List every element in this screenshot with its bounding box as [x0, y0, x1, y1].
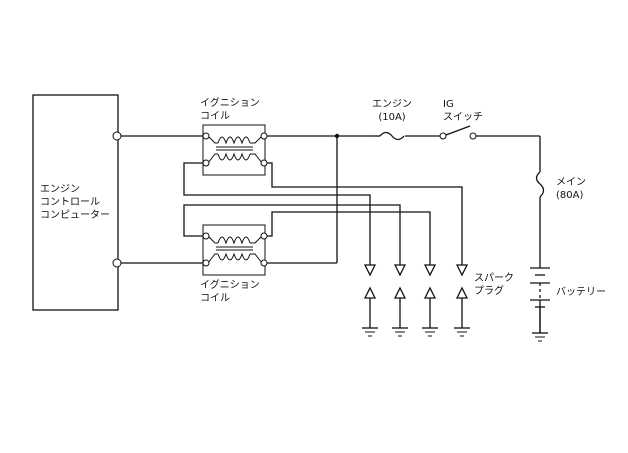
- spark-plug-4: [454, 264, 470, 337]
- ig-switch: [439, 125, 477, 140]
- engine-fuse-label-line-2: (10A): [378, 112, 406, 123]
- coil-bottom-label-line-2: コイル: [200, 293, 230, 304]
- spark-plug-3: [422, 264, 438, 337]
- engine-fuse-label-line-1: エンジン: [372, 99, 412, 110]
- battery-label: バッテリー: [556, 287, 606, 298]
- battery: [530, 267, 550, 342]
- main-fuse-label: メイン (80A): [556, 176, 586, 202]
- coil-top-label-line-1: イグニション: [200, 98, 260, 109]
- ecu-label: エンジン コントロール コンピューター: [40, 183, 110, 222]
- ecu-label-line-3: コンピューター: [40, 210, 110, 221]
- coil-bottom-label-line-1: イグニション: [200, 280, 260, 291]
- engine-fuse: [372, 131, 405, 141]
- wires: [121, 133, 541, 333]
- ecu-terminal-top: [112, 131, 122, 141]
- ecu-label-line-1: エンジン: [40, 184, 80, 195]
- ig-switch-label-line-2: スイッチ: [443, 112, 483, 123]
- ecu-box: [32, 94, 119, 311]
- ig-switch-label-line-1: IG: [443, 99, 454, 110]
- engine-fuse-label: エンジン (10A): [372, 98, 412, 124]
- ecu-label-line-2: コントロール: [40, 197, 100, 208]
- main-fuse: [535, 171, 545, 198]
- main-fuse-label-line-2: (80A): [556, 190, 584, 201]
- ecu-terminal-bottom: [112, 258, 122, 268]
- spark-plug-1: [362, 264, 378, 337]
- coil-top-label-line-2: コイル: [200, 111, 230, 122]
- ignition-coil-top: [202, 124, 268, 176]
- spark-plug-label: スパーク プラグ: [474, 272, 514, 298]
- main-fuse-label-line-1: メイン: [556, 177, 586, 188]
- spark-plug-2: [392, 264, 408, 337]
- coil-top-label: イグニション コイル: [200, 97, 260, 123]
- coil-bottom-label: イグニション コイル: [200, 279, 260, 305]
- ig-switch-label: IG スイッチ: [443, 98, 483, 124]
- spark-plug-label-line-1: スパーク: [474, 273, 514, 284]
- spark-plug-label-line-2: プラグ: [474, 286, 504, 297]
- ignition-coil-bottom: [202, 224, 268, 276]
